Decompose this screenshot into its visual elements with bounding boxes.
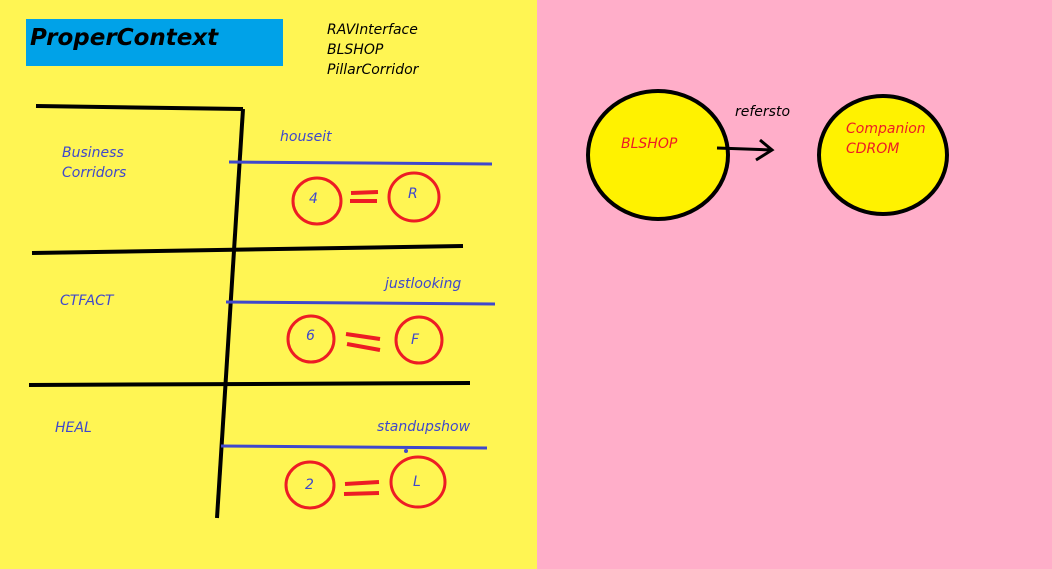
vertical-pillar-line bbox=[215, 108, 245, 519]
row-1-equals-sign bbox=[350, 190, 379, 203]
target-node-circle bbox=[817, 94, 949, 216]
top-divider-line bbox=[35, 104, 244, 111]
row-3-name: standupshow bbox=[377, 419, 471, 435]
row-3-left-value: 2 bbox=[305, 477, 314, 493]
target-node-label-line-2: CDROM bbox=[846, 141, 900, 157]
row-1-right-value: R bbox=[408, 186, 418, 202]
left-panel bbox=[0, 0, 537, 569]
row-divider-line-2 bbox=[28, 381, 471, 387]
row-3-equals-sign bbox=[343, 480, 380, 496]
row-2-label: CTFACT bbox=[60, 293, 114, 309]
row-1-left-value: 4 bbox=[309, 191, 318, 207]
relation-label: refersto bbox=[735, 104, 791, 120]
row-1-right-circle bbox=[387, 171, 441, 223]
row-2-equals-sign bbox=[345, 332, 381, 352]
right-panel bbox=[537, 0, 1052, 569]
row-2-right-value: F bbox=[411, 332, 420, 348]
row-3-right-circle bbox=[389, 455, 447, 509]
row-2-left-circle bbox=[286, 314, 336, 364]
row-2-blue-line bbox=[225, 300, 496, 306]
row-3-blue-line bbox=[220, 444, 488, 450]
row-1-label-line-1: Business bbox=[62, 145, 124, 161]
row-1-blue-line bbox=[228, 160, 493, 166]
row-3-right-value: L bbox=[413, 474, 421, 490]
header-list-item: BLSHOP bbox=[327, 42, 384, 58]
diagram-title: ProperContext bbox=[30, 25, 219, 51]
target-node-label-line-1: Companion bbox=[846, 121, 926, 137]
row-1-name: houseit bbox=[280, 129, 332, 145]
source-node-circle bbox=[586, 89, 730, 221]
row-3-left-circle bbox=[284, 460, 336, 510]
row-2-name: justlooking bbox=[385, 276, 462, 292]
row-3-blue-dot bbox=[404, 449, 408, 453]
refersto-arrow bbox=[716, 138, 775, 162]
row-1-label-line-2: Corridors bbox=[62, 165, 127, 181]
row-divider-line-1 bbox=[31, 244, 464, 255]
header-list-item: RAVInterface bbox=[327, 22, 418, 38]
row-2-left-value: 6 bbox=[306, 328, 315, 344]
row-2-right-circle bbox=[394, 315, 444, 365]
title-box bbox=[26, 19, 283, 66]
source-node-label: BLSHOP bbox=[621, 136, 678, 152]
row-1-left-circle bbox=[291, 176, 343, 226]
row-3-label: HEAL bbox=[55, 420, 92, 436]
header-list-item: PillarCorridor bbox=[327, 62, 419, 78]
